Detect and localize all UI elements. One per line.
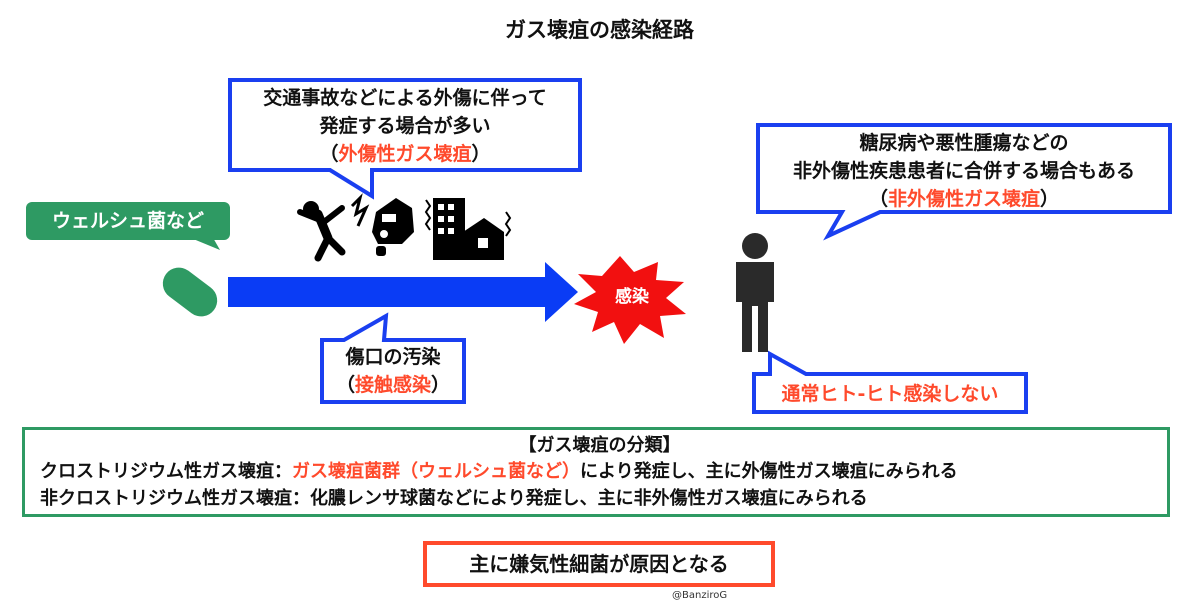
trauma-callout-line2: 発症する場合が多い [319, 115, 491, 137]
cause-box: 主に嫌気性細菌が原因となる [423, 541, 775, 587]
trauma-callout-shape [228, 78, 582, 200]
trauma-callout-line1: 交通事故などによる外傷に伴って [263, 87, 547, 109]
non-trauma-type-highlight: 非外傷性ガス壊疽 [887, 188, 1040, 210]
non-trauma-callout-type: （非外傷性ガス壊疽） [868, 188, 1060, 210]
trauma-callout: 交通事故などによる外傷に伴って 発症する場合が多い （外傷性ガス壊疽） [232, 84, 578, 168]
bacteria-tag: ウェルシュ菌など [26, 202, 230, 240]
classification-box [22, 427, 1170, 517]
contamination-callout: 傷口の汚染 （接触感染） [324, 343, 462, 399]
contamination-callout-line1: 傷口の汚染 [345, 346, 441, 368]
person-icon [736, 233, 774, 352]
no-transmission-label: 通常ヒト-ヒト感染しない [781, 383, 999, 405]
non-trauma-callout: 糖尿病や悪性腫瘍などの 非外傷性疾患患者に合併する場合もある （非外傷性ガス壊疽… [760, 129, 1168, 213]
infection-burst-icon [574, 256, 686, 344]
contamination-callout-shape [320, 312, 466, 404]
non-trauma-callout-shape [756, 123, 1172, 241]
non-trauma-callout-line2: 非外傷性疾患患者に合併する場合もある [792, 160, 1135, 182]
car-crash-icon [350, 193, 414, 256]
clostridial-highlight: ガス壊疽菌群（ウェルシュ菌など） [292, 461, 580, 482]
classification-row-non-clostridial: 非クロストリジウム性ガス壊疽：化膿レンサ球菌などにより発症し、主に非外傷性ガス壊… [40, 488, 868, 509]
falling-person-icon [297, 201, 346, 262]
infection-label: 感染 [615, 287, 649, 307]
trauma-callout-type: （外傷性ガス壊疽） [319, 143, 491, 165]
credit-text: @BanziroG [672, 590, 728, 601]
contact-infection-highlight: 接触感染 [354, 374, 431, 396]
classification-row-clostridial: クロストリジウム性ガス壊疽：ガス壊疽菌群（ウェルシュ菌など）により発症し、主に外… [40, 461, 958, 482]
no-transmission-callout-shape [752, 350, 1028, 414]
building-collapse-icon [424, 198, 512, 260]
non-trauma-callout-line1: 糖尿病や悪性腫瘍などの [859, 132, 1069, 154]
page-title: ガス壊疽の感染経路 [505, 18, 694, 42]
contamination-callout-route: （接触感染） [335, 374, 451, 396]
classification-heading: 【ガス壊疽の分類】 [518, 435, 681, 456]
bacterium-icon [162, 267, 218, 317]
trauma-type-highlight: 外傷性ガス壊疽 [338, 143, 472, 165]
infection-arrow [228, 262, 578, 322]
